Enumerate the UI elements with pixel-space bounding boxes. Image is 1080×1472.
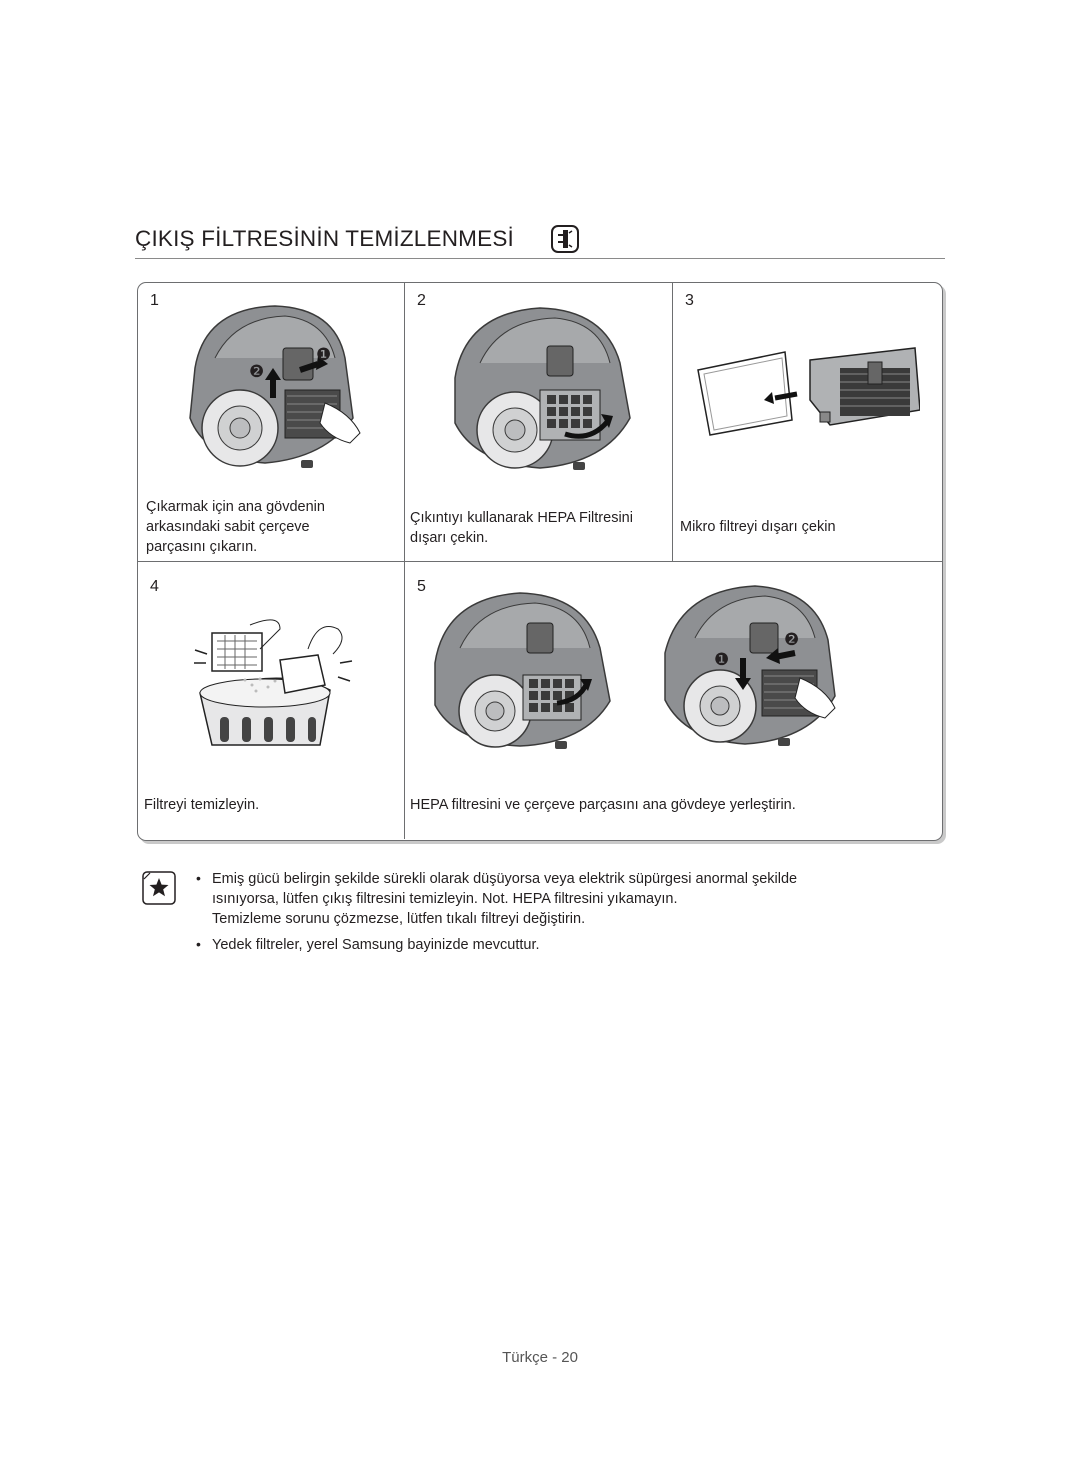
instruction-panel — [137, 282, 943, 841]
step-number: 1 — [150, 292, 159, 309]
marker-one: ❶ — [316, 345, 332, 364]
divider — [138, 561, 942, 562]
note-text: Yedek filtreler, yerel Samsung bayinizde… — [212, 937, 540, 953]
insert-hepa-illustration — [434, 592, 611, 749]
micro-filter-illustration — [697, 347, 920, 436]
step-caption: Çıkıntıyı kullanarak HEPA Filtresini dış… — [410, 510, 633, 546]
vacuum-pull-hepa-illustration — [454, 307, 631, 470]
filter-cleaning-illustration — [194, 619, 353, 746]
star-note-icon — [142, 871, 176, 905]
marker-two: ❷ — [249, 362, 265, 381]
step-number: 5 — [417, 578, 426, 595]
title-divider — [135, 258, 945, 259]
step-caption: Filtreyi temizleyin. — [144, 797, 260, 813]
step-caption: Çıkarmak için ana gövdenin arkasındaki s… — [146, 499, 325, 555]
reattach-frame-illustration — [664, 585, 836, 746]
step-caption: Mikro filtreyi dışarı çekin — [680, 519, 836, 535]
note-bullet: • — [196, 870, 201, 886]
step-caption: HEPA filtresini ve çerçeve parçasını ana… — [410, 797, 796, 813]
note-text: Emiş gücü belirgin şekilde sürekli olara… — [212, 871, 798, 927]
divider — [404, 561, 405, 839]
note-bullet: • — [196, 936, 201, 952]
page-title: ÇIKIŞ FİLTRESİNİN TEMİZLENMESİ — [135, 226, 514, 251]
maintenance-icon — [551, 225, 579, 253]
marker-two: ❷ — [784, 630, 800, 649]
marker-one: ❶ — [714, 650, 730, 669]
step-number: 3 — [685, 292, 694, 309]
vacuum-remove-frame-illustration — [189, 305, 361, 468]
step-number: 4 — [150, 578, 159, 595]
page-number: Türkçe - 20 — [502, 1349, 578, 1366]
divider — [404, 283, 405, 561]
step-number: 2 — [417, 292, 426, 309]
divider — [672, 283, 673, 561]
